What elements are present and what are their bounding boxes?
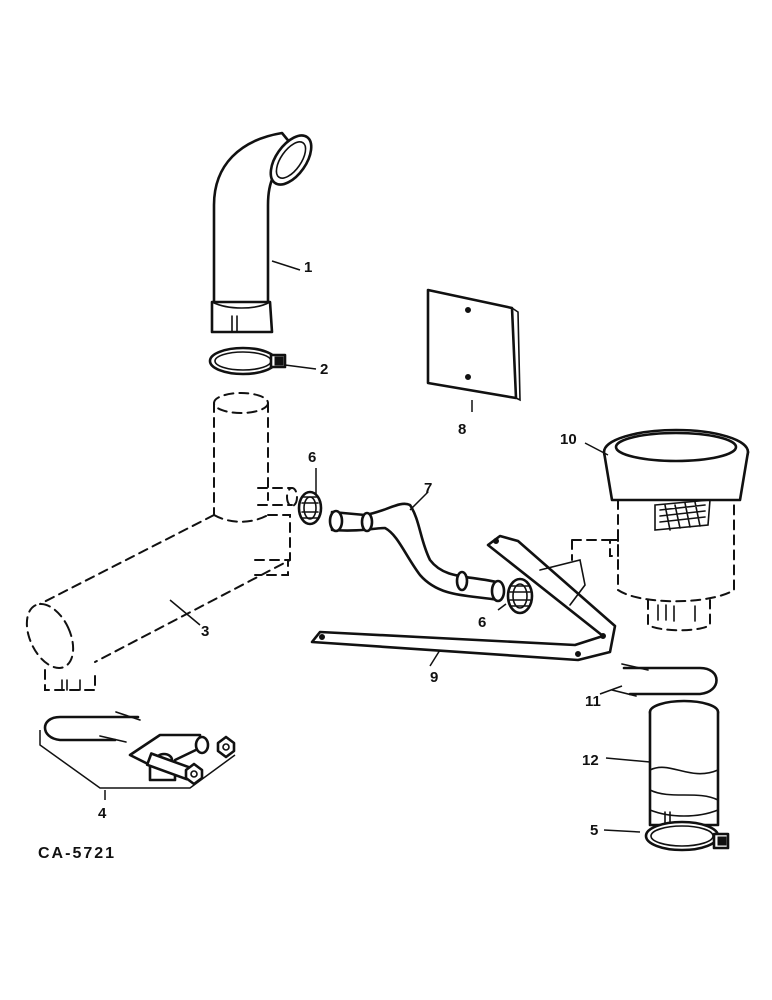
hose-clamp-upper (297, 490, 323, 526)
callout-12: 12 (582, 752, 599, 769)
callout-5: 5 (590, 822, 598, 839)
leader-lines (104, 260, 651, 833)
callout-2: 2 (320, 361, 328, 378)
muffler-pipe-assembly (25, 392, 298, 691)
air-precleaner (571, 428, 750, 632)
callout-6-upper: 6 (308, 449, 316, 466)
hose-clamp-lower (506, 577, 534, 615)
pipe-clamp-lower (644, 820, 730, 852)
adapter-sleeve (648, 699, 720, 829)
callout-3: 3 (201, 623, 209, 640)
callout-9: 9 (430, 669, 438, 686)
pipe-clamp-upper (208, 346, 287, 376)
callout-10: 10 (560, 431, 577, 448)
callout-11: 11 (585, 693, 601, 710)
u-bolt-lower (611, 663, 718, 697)
callout-8: 8 (458, 421, 466, 438)
callout-6-lower: 6 (478, 614, 486, 631)
flexible-hose (328, 502, 506, 603)
callout-7: 7 (424, 480, 432, 497)
callout-labels: 1 2 3 4 5 6 6 7 8 9 10 11 12 CA-5721 (38, 259, 601, 862)
support-bracket (310, 534, 617, 662)
u-bolt-bracket (39, 711, 236, 789)
exhaust-elbow-pipe (210, 131, 313, 334)
callout-1: 1 (304, 259, 312, 276)
drawing-code: CA-5721 (38, 845, 116, 862)
callout-4: 4 (98, 805, 107, 822)
cover-plate (426, 288, 521, 402)
